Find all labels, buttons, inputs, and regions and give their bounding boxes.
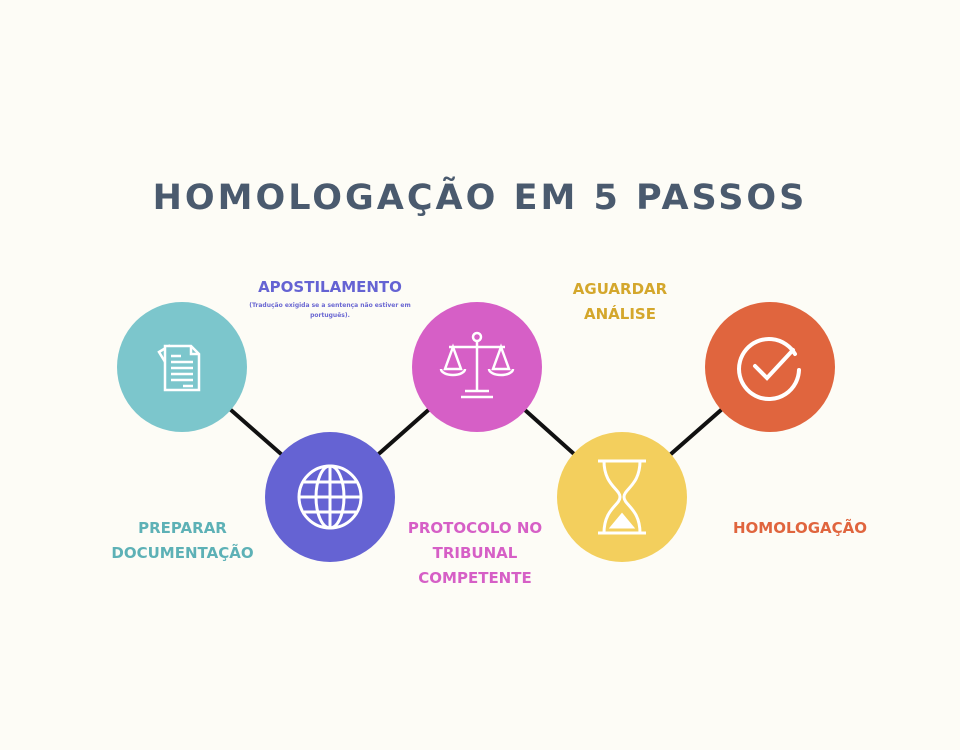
step-1-label: PREPARAR DOCUMENTAÇÃO bbox=[111, 519, 254, 562]
step-5-label: HOMOLOGAÇÃO bbox=[732, 519, 868, 537]
document-icon bbox=[157, 344, 201, 392]
step-2-label: APOSTILAMENTO bbox=[258, 278, 402, 296]
step-3-label: PROTOCOLO NO TRIBUNAL COMPETENTE bbox=[407, 519, 543, 587]
step-3-circle bbox=[412, 302, 542, 432]
hourglass-icon bbox=[598, 459, 646, 535]
globe-icon bbox=[297, 464, 363, 530]
scales-icon bbox=[439, 331, 515, 399]
step-2-note: (Tradução exigida se a sentença não esti… bbox=[249, 302, 411, 319]
page-title: HOMOLOGAÇÃO EM 5 PASSOS bbox=[152, 178, 808, 218]
step-2-circle bbox=[265, 432, 395, 562]
step-4-label: AGUARDAR ANÁLISE bbox=[572, 280, 668, 323]
step-5-circle bbox=[705, 302, 835, 432]
step-1-circle bbox=[117, 302, 247, 432]
check-circle-icon bbox=[737, 337, 801, 401]
step-4-circle bbox=[557, 432, 687, 562]
